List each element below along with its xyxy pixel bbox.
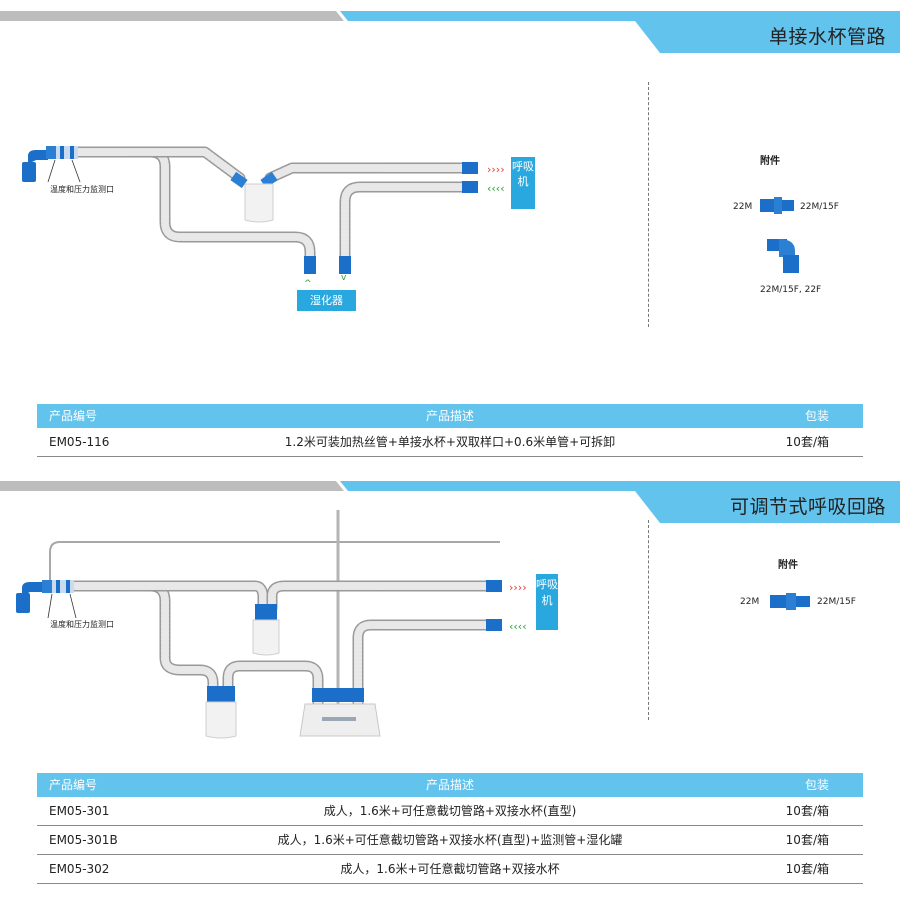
- svg-text:^: ^: [304, 279, 312, 289]
- straight-connector-icon: [770, 593, 810, 610]
- header-desc: 产品描述: [425, 409, 474, 423]
- svg-text:››››: ››››: [509, 581, 527, 594]
- svg-text:››››: ››››: [487, 163, 505, 176]
- row-desc: 成人，1.6米+可任意截切管路+双接水杯: [340, 862, 560, 876]
- header-pack: 包装: [804, 778, 829, 792]
- section1-acc-right-label: 22M/15F: [800, 202, 839, 212]
- section2-circuit-diagram: ›››› ‹‹‹‹: [16, 510, 527, 739]
- section2-table-header: 产品编号 产品描述 包装: [37, 773, 863, 797]
- row-code: EM05-302: [49, 862, 110, 876]
- straight-connector-icon: [760, 197, 794, 214]
- section2-product-table: 产品编号 产品描述 包装 EM05-301 成人，1.6米+可任意截切管路+双接…: [37, 773, 863, 884]
- row-pack: 10套/箱: [785, 833, 829, 847]
- table-row: EM05-302 成人，1.6米+可任意截切管路+双接水杯 10套/箱: [37, 855, 863, 884]
- section2-title: 可调节式呼吸回路: [729, 496, 886, 518]
- row-code: EM05-301: [49, 804, 110, 818]
- section1-product-table: 产品编号 产品描述 包装 EM05-116 1.2米可装加热丝管+单接水杯+双取…: [37, 404, 863, 457]
- section2-acc-right-label: 22M/15F: [817, 597, 856, 607]
- svg-text:‹‹‹‹: ‹‹‹‹: [487, 182, 505, 195]
- row-desc: 1.2米可装加热丝管+单接水杯+双取样口+0.6米单管+可拆卸: [284, 435, 616, 449]
- header-pack: 包装: [804, 409, 829, 423]
- section1-circuit-diagram: ›››› ‹‹‹‹ ^ v: [22, 146, 505, 289]
- row-pack: 10套/箱: [785, 435, 829, 449]
- section2-acc-left-label: 22M: [740, 597, 760, 607]
- section2-ventilator-box: 呼吸机: [536, 574, 558, 630]
- section1-accessories-title: 附件: [760, 156, 780, 167]
- row-desc: 成人，1.6米+可任意截切管路+双接水杯(直型)+监测管+湿化罐: [277, 833, 623, 847]
- section1-table-header: 产品编号 产品描述 包装: [37, 404, 863, 428]
- header-desc: 产品描述: [425, 778, 474, 792]
- svg-text:‹‹‹‹: ‹‹‹‹: [509, 620, 527, 633]
- section2-monitor-port-label: 温度和压力监测口: [50, 620, 114, 629]
- row-pack: 10套/箱: [785, 804, 829, 818]
- table-row: EM05-116 1.2米可装加热丝管+单接水杯+双取样口+0.6米单管+可拆卸…: [37, 428, 863, 457]
- section1-header-band: [0, 11, 900, 53]
- section1-title: 单接水杯管路: [768, 26, 886, 48]
- section2-accessories-title: 附件: [778, 560, 798, 571]
- section1-monitor-port-label: 温度和压力监测口: [50, 185, 114, 194]
- header-code: 产品编号: [49, 778, 98, 792]
- row-desc: 成人，1.6米+可任意截切管路+双接水杯(直型): [323, 804, 577, 818]
- section2-divider: [648, 520, 649, 720]
- section2-header-band: [0, 481, 900, 523]
- table-row: EM05-301 成人，1.6米+可任意截切管路+双接水杯(直型) 10套/箱: [37, 797, 863, 826]
- section1-humidifier-box: 湿化器: [297, 290, 356, 311]
- section1-ventilator-box: 呼吸机: [511, 157, 535, 209]
- elbow-connector-icon: [767, 239, 799, 273]
- header-code: 产品编号: [49, 409, 98, 423]
- section1-acc-elbow-label: 22M/15F, 22F: [760, 285, 822, 295]
- section1-acc-left-label: 22M: [733, 202, 753, 212]
- row-pack: 10套/箱: [785, 862, 829, 876]
- table-row: EM05-301B 成人，1.6米+可任意截切管路+双接水杯(直型)+监测管+湿…: [37, 826, 863, 855]
- row-code: EM05-301B: [49, 833, 118, 847]
- row-code: EM05-116: [49, 435, 110, 449]
- section1-divider: [648, 82, 649, 327]
- svg-text:v: v: [341, 273, 347, 283]
